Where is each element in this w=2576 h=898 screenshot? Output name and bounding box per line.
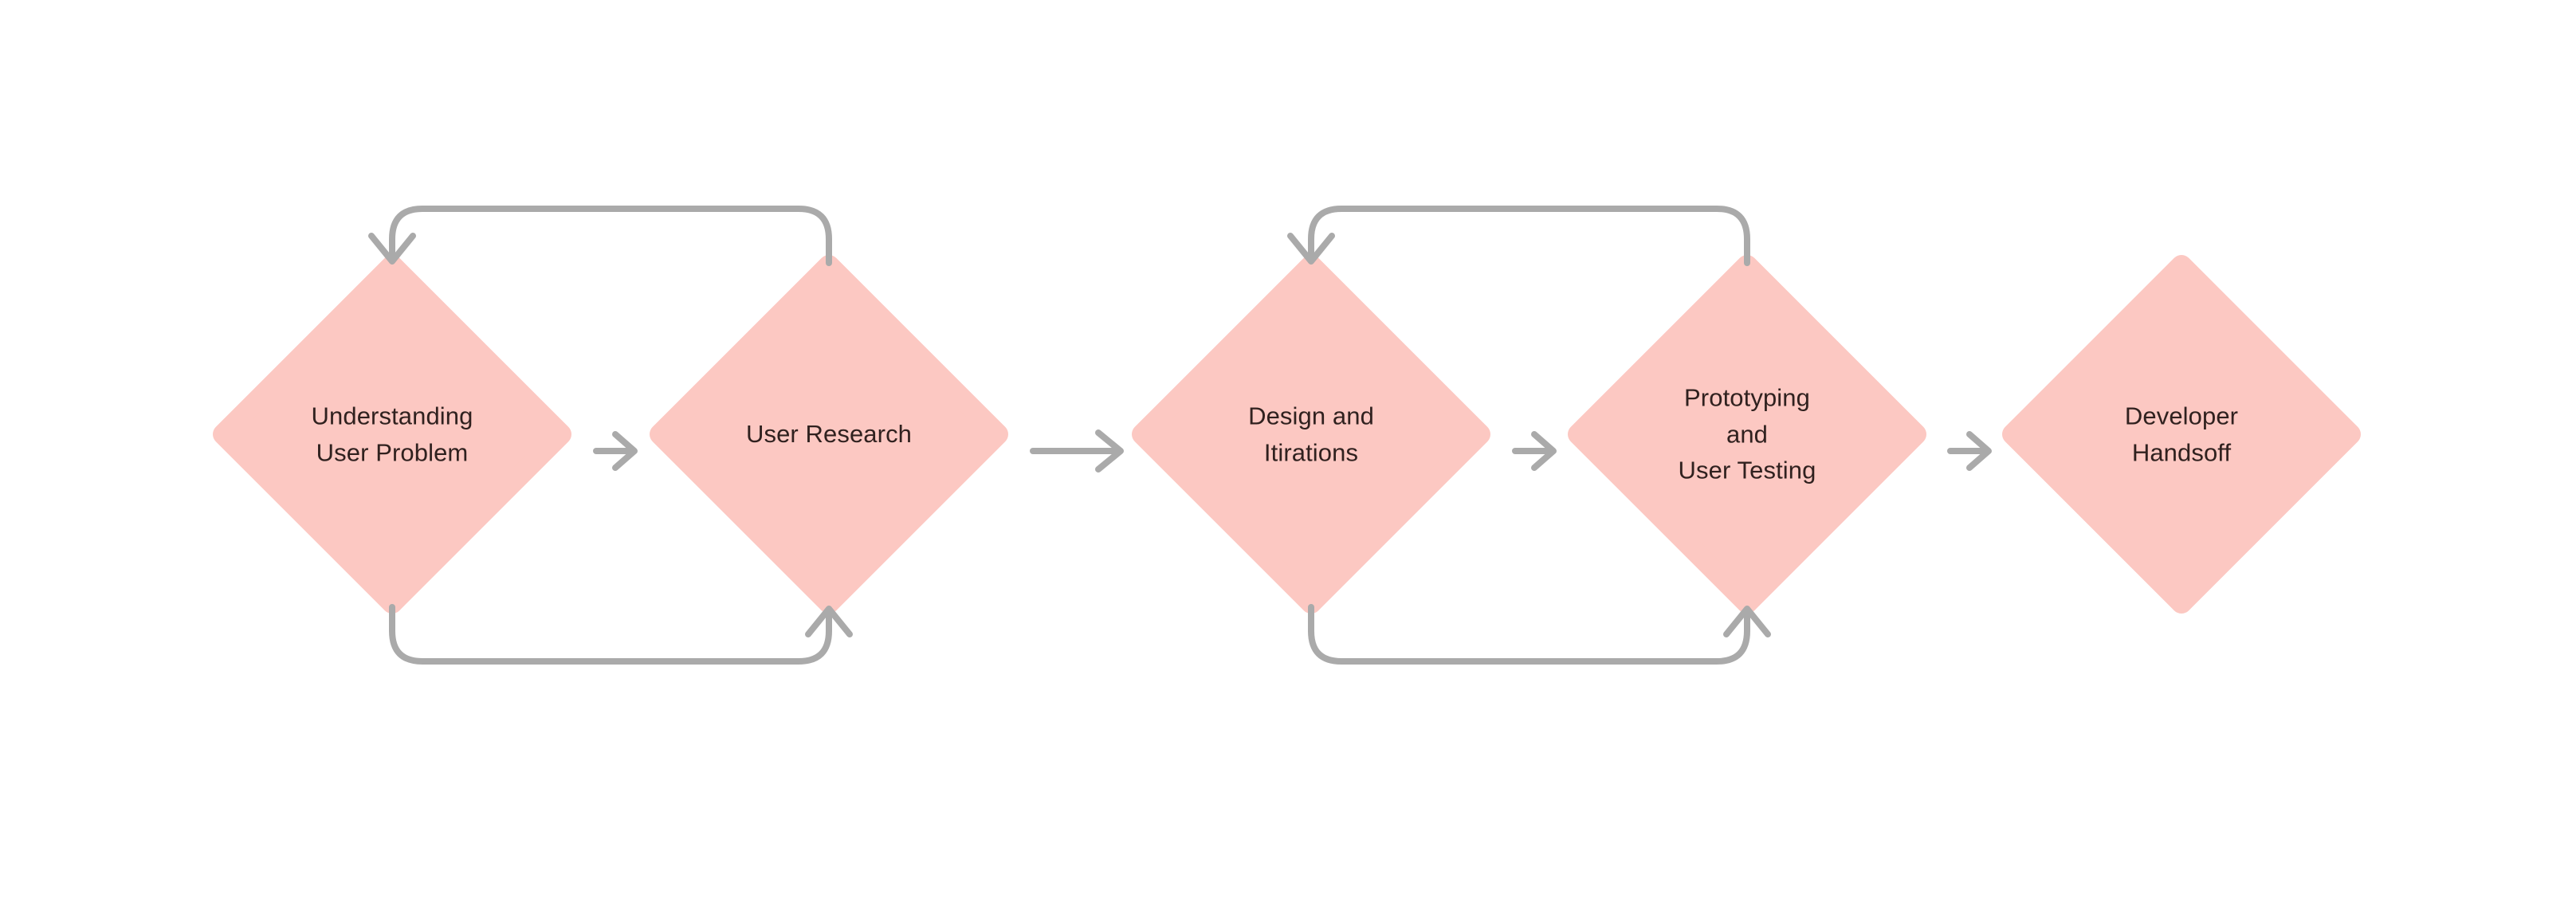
loop-top-group-two-icon [1287,206,1750,266]
arrow-research-to-design-icon [1030,429,1124,473]
diamond-design-and-itirations[interactable] [1132,255,1490,614]
diamond-developer-handsoff[interactable] [2002,255,2361,614]
loop-bottom-group-two-icon [1308,604,1771,665]
diamond-understanding-user-problem[interactable] [213,255,571,614]
arrow-design-to-prototyping-icon [1512,431,1557,471]
arrow-understanding-to-research-icon [593,431,638,471]
diamond-user-research[interactable] [650,255,1008,614]
feedback-loops-group-two [1287,206,1771,665]
loop-bottom-group-one-icon [389,604,853,665]
diamond-nodes-group [213,255,2361,614]
straight-arrows-group [593,429,1992,473]
feedback-loops-group-one [368,206,853,665]
diamond-prototyping-and-user-testing[interactable] [1568,255,1926,614]
loop-top-group-one-icon [368,206,832,266]
arrow-prototyping-to-handsoff-icon [1947,431,1992,471]
